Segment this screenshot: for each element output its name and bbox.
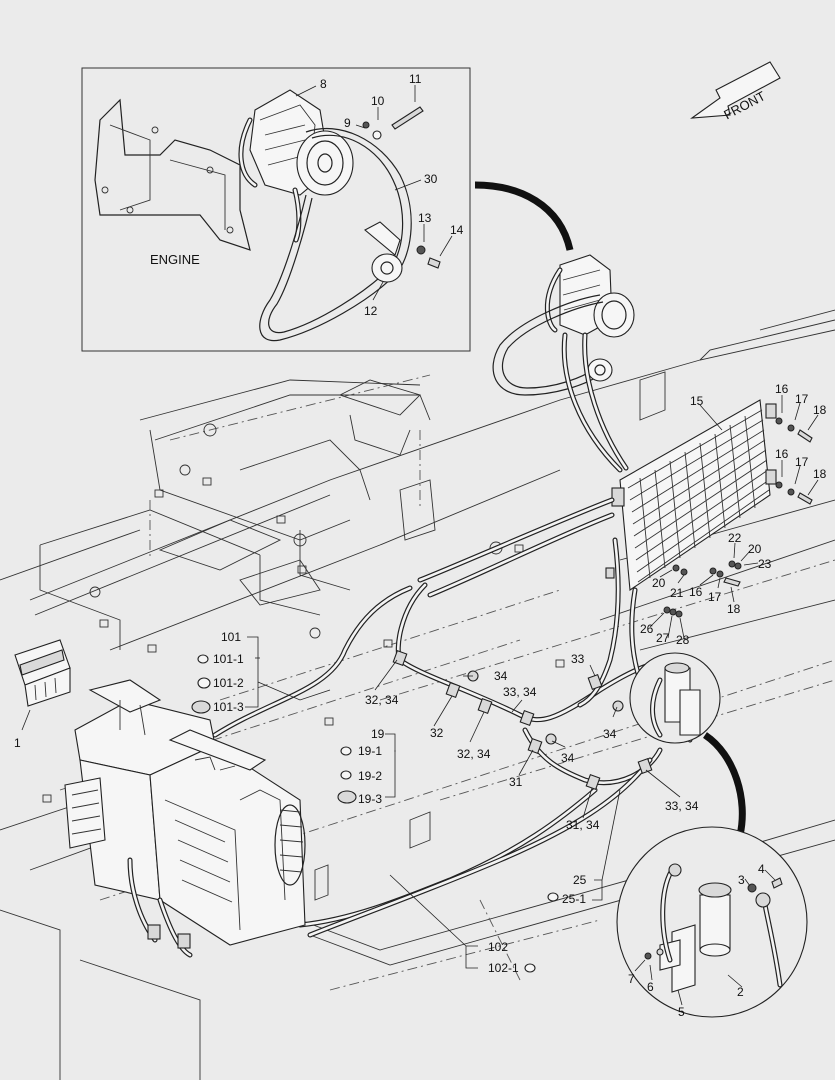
refrigerant-hoses [212,332,693,938]
callout-16a: 16 [775,382,789,396]
callout-15: 15 [690,394,704,408]
callout-7: 7 [628,972,635,986]
callout-21: 21 [670,586,684,600]
callout-23: 23 [758,557,772,571]
callout-26: 26 [640,622,654,636]
callout-32: 32 [430,726,444,740]
callout-13: 13 [418,211,432,225]
callout-14: 14 [450,223,464,237]
callout-31: 31 [509,775,523,789]
callout-labels: ENGINE 8 9 10 11 30 13 14 12 15 16 17 18… [14,72,827,1019]
callout-19: 19 [371,727,385,741]
callout-102-1: 102-1 [488,961,519,975]
callout-33-34a: 33, 34 [503,685,537,699]
callout-20a: 20 [748,542,762,556]
callout-101-2: 101-2 [213,676,244,690]
callout-4: 4 [758,862,765,876]
callout-10: 10 [371,94,385,108]
callout-19-2: 19-2 [358,769,382,783]
callout-18c: 18 [727,602,741,616]
receiver-drier-detail [616,826,808,1018]
callout-30: 30 [424,172,438,186]
callout-22: 22 [728,531,742,545]
callout-32-34a: 32, 34 [365,693,399,707]
receiver-drier-small [629,652,721,744]
callout-20b: 20 [652,576,666,590]
callout-18b: 18 [813,467,827,481]
callout-102: 102 [488,940,508,954]
callout-16b: 16 [775,447,789,461]
callout-19-1: 19-1 [358,744,382,758]
callout-32-34b: 32, 34 [457,747,491,761]
callout-34a: 34 [494,669,508,683]
inset-compressor-detail [81,67,471,352]
callout-101: 101 [221,630,241,644]
callout-101-3: 101-3 [213,700,244,714]
engine-label: ENGINE [150,252,200,267]
front-direction-arrow: FRONT [690,61,781,122]
hvac-unit [14,639,357,958]
condenser [605,399,777,591]
callout-17a: 17 [795,392,809,406]
drier-detail-arc [702,732,746,836]
callout-6: 6 [647,980,654,994]
callout-28: 28 [676,633,690,647]
callout-9: 9 [344,116,351,130]
callout-17b: 17 [795,455,809,469]
callout-5: 5 [678,1005,685,1019]
callout-19-3: 19-3 [358,792,382,806]
o-ring-icons [197,417,813,973]
callout-17c: 17 [708,590,722,604]
callout-1: 1 [14,736,21,750]
chassis-frame [0,309,835,1080]
callout-34c: 34 [561,751,575,765]
callout-33a: 33 [571,652,585,666]
leader-lines [21,85,819,1006]
callout-31-34: 31, 34 [566,818,600,832]
callout-101-1: 101-1 [213,652,244,666]
detail-arc [474,181,574,251]
callout-8: 8 [320,77,327,91]
compressor-main [492,254,635,396]
callout-2: 2 [737,985,744,999]
callout-33-34b: 33, 34 [665,799,699,813]
callout-3: 3 [738,873,745,887]
callout-25-1: 25-1 [562,892,586,906]
callout-27: 27 [656,631,670,645]
callout-34b: 34 [603,727,617,741]
callout-11: 11 [409,72,422,86]
callout-16c: 16 [689,585,703,599]
callout-12: 12 [364,304,378,318]
callout-18a: 18 [813,403,827,417]
callout-25: 25 [573,873,587,887]
